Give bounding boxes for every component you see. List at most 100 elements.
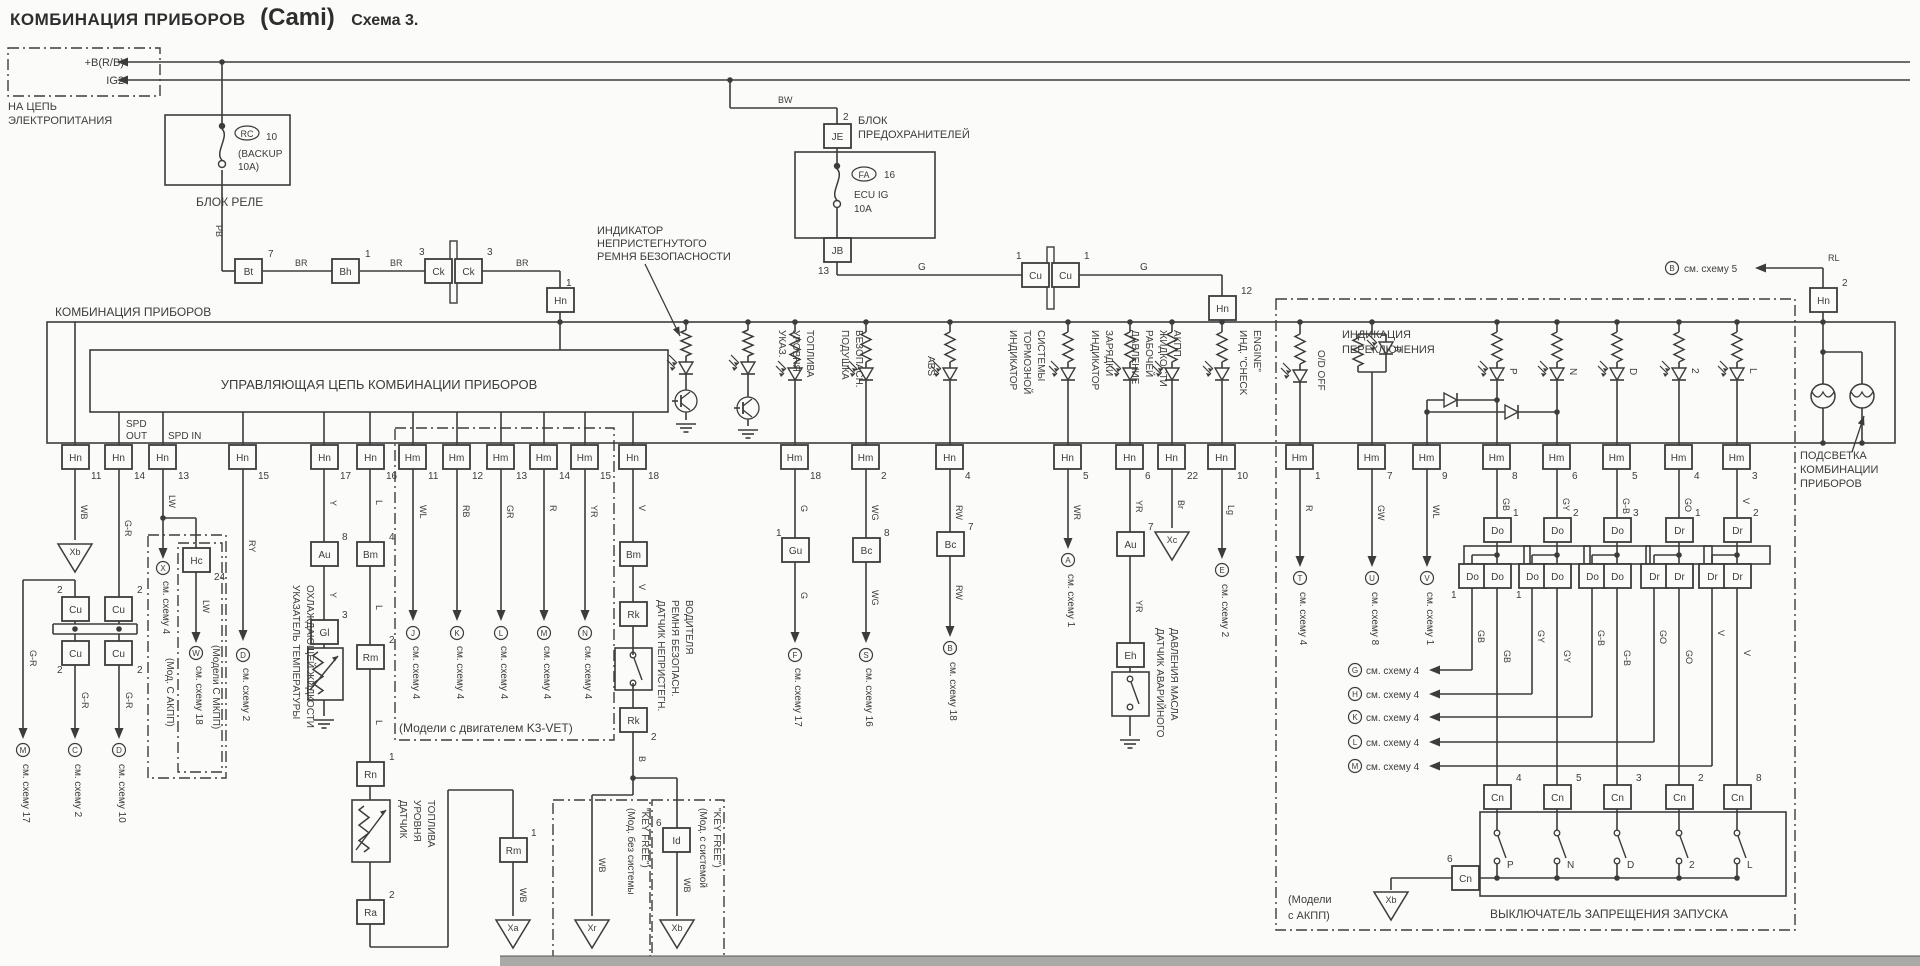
resistor bbox=[943, 331, 957, 363]
pin-number: 1 bbox=[1695, 508, 1701, 519]
dashed-group-box bbox=[177, 542, 223, 773]
pin-number: 15 bbox=[258, 471, 270, 482]
rotated-label: ЖИДКОСТИ bbox=[1157, 330, 1168, 387]
wire-color-label: V bbox=[1741, 498, 1751, 504]
text-label: G bbox=[918, 262, 926, 273]
rotated-label: ИНДИКАТОР bbox=[1007, 330, 1018, 391]
connector-code: Do bbox=[1491, 526, 1504, 537]
connector-box bbox=[356, 644, 385, 670]
connector-code: Hn bbox=[1817, 296, 1830, 307]
pin-number: 1 bbox=[365, 249, 371, 260]
pin-number: 16 bbox=[386, 471, 398, 482]
led-ray bbox=[1539, 360, 1549, 370]
led-triangle bbox=[1213, 367, 1231, 382]
pin-number: 6 bbox=[1145, 471, 1151, 482]
connector-box bbox=[356, 541, 385, 567]
led-ray-head bbox=[1663, 373, 1668, 377]
ref-letter: W bbox=[192, 649, 200, 658]
wire-color-label: GO bbox=[1683, 498, 1693, 512]
connector-box bbox=[61, 640, 90, 666]
connector-code: Cn bbox=[1673, 793, 1686, 804]
connector-code: Au bbox=[318, 550, 330, 561]
junction-dot bbox=[116, 626, 122, 632]
pin-number: 13 bbox=[818, 266, 830, 277]
junction-dot bbox=[219, 59, 225, 65]
led-ray bbox=[1204, 360, 1214, 370]
connector-code: Rk bbox=[627, 610, 640, 621]
connector-code: Bm bbox=[626, 550, 641, 561]
component-box bbox=[307, 647, 344, 701]
resistor bbox=[1351, 337, 1365, 367]
ref-letter: L bbox=[1353, 738, 1358, 747]
pin-number: 2 bbox=[843, 112, 849, 123]
connector-box bbox=[356, 899, 385, 925]
text-label: P bbox=[1507, 860, 1514, 871]
pin-number: 7 bbox=[1387, 471, 1393, 482]
ref-circle bbox=[449, 625, 465, 641]
rotated-label: РЕМНЯ БЕЗОПАСН. bbox=[669, 600, 680, 696]
text-label: ПРИБОРОВ bbox=[1800, 478, 1862, 490]
wire-color-label: R bbox=[548, 505, 558, 512]
connector-box bbox=[356, 761, 385, 787]
resistor bbox=[311, 651, 325, 695]
led-ray-head bbox=[1603, 368, 1608, 372]
connector-box bbox=[781, 537, 810, 563]
led-ray-head bbox=[1206, 373, 1211, 377]
led-triangle bbox=[1121, 367, 1139, 382]
rotated-label: см. схему 1 bbox=[1065, 574, 1076, 628]
connector-code: Ra bbox=[364, 908, 377, 919]
wire-color-label: YR bbox=[1134, 500, 1144, 513]
component-box bbox=[794, 151, 936, 239]
switch-blade bbox=[1497, 835, 1507, 859]
connector-box bbox=[104, 444, 133, 470]
connector-box bbox=[424, 258, 453, 284]
junction-dot bbox=[947, 319, 953, 325]
connector-box bbox=[936, 531, 965, 557]
wire-color-label: WL bbox=[1431, 505, 1441, 519]
junction-dot bbox=[1554, 319, 1560, 325]
ref-letter: U bbox=[1369, 574, 1375, 583]
wire-color-label: Y bbox=[328, 592, 338, 598]
switch-blade bbox=[1617, 835, 1627, 859]
led-ray-head bbox=[1601, 373, 1606, 377]
text-label: BR bbox=[516, 258, 529, 268]
switch-contact bbox=[1553, 829, 1561, 837]
pin-number: 2 bbox=[57, 585, 63, 596]
text-label: +B(R/B) bbox=[85, 57, 124, 69]
junction-dot bbox=[1494, 397, 1500, 403]
wire-color-label: LW bbox=[201, 600, 211, 613]
led-ray bbox=[1048, 365, 1058, 375]
led-ray-head bbox=[850, 373, 855, 377]
pin-number: 17 bbox=[340, 471, 352, 482]
wire-color-label: V bbox=[1742, 650, 1752, 656]
pin-number: 4 bbox=[1694, 471, 1700, 482]
ref-circle bbox=[1347, 734, 1363, 750]
resistor bbox=[1610, 331, 1624, 363]
junction-dot bbox=[1676, 552, 1682, 558]
ground-code: Xr bbox=[588, 923, 597, 933]
arrow-left bbox=[1429, 665, 1440, 675]
pin-number: 2 bbox=[57, 665, 63, 676]
connector-box bbox=[1053, 444, 1082, 470]
wire-color-label: WG bbox=[870, 505, 880, 521]
pin-number: 2 bbox=[389, 890, 395, 901]
connector-code: Do bbox=[1611, 526, 1624, 537]
pin-number: 6 bbox=[1572, 471, 1578, 482]
wire-color-label: WB bbox=[79, 505, 89, 520]
connector-box bbox=[1603, 784, 1632, 810]
led-ray-head bbox=[1156, 373, 1161, 377]
ground-code: Xb bbox=[671, 923, 682, 933]
pin-number: 1 bbox=[1451, 590, 1457, 601]
text-label: ПОДСВЕТКА bbox=[1800, 450, 1867, 462]
led-ray-head bbox=[1723, 368, 1728, 372]
connector-code: Hn bbox=[943, 453, 956, 464]
pin-number: 18 bbox=[648, 471, 660, 482]
rotated-label: см. схему 18 bbox=[947, 662, 958, 721]
rotated-label: см. схему 2 bbox=[1219, 584, 1230, 638]
connector-code: Hm bbox=[405, 453, 421, 464]
led-ray-head bbox=[734, 362, 739, 366]
connector-code: Hn bbox=[626, 453, 639, 464]
wire-color-label: Br bbox=[1176, 500, 1186, 509]
switch-blade bbox=[633, 657, 643, 681]
